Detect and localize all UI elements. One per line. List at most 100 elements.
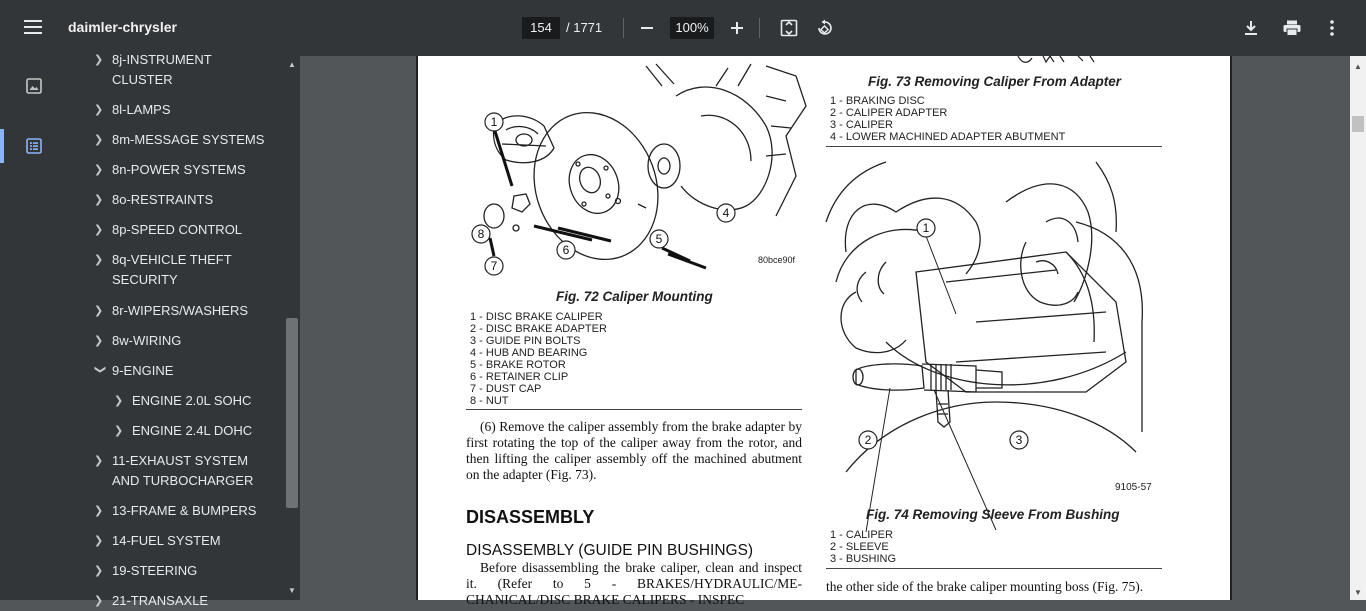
outline-item[interactable]: ❯ 8w-WIRING: [94, 331, 274, 351]
download-icon: [1245, 21, 1257, 35]
figure-legend: 1 - BRAKING DISC 2 - CALIPER ADAPTER 3 -…: [830, 95, 1066, 143]
pdf-toolbar: daimler-chrysler 154 / 1771 100%: [0, 0, 1366, 56]
active-indicator: [0, 129, 4, 163]
print-button[interactable]: [1278, 14, 1306, 42]
figure-legend: 1 - CALIPER 2 - SLEEVE 3 - BUSHING: [830, 529, 897, 565]
outline-subitem[interactable]: ❯ ENGINE 2.0L SOHC: [114, 391, 274, 411]
chevron-right-icon: ❯: [94, 505, 104, 517]
print-icon: [1283, 20, 1301, 36]
callout-1: 1: [923, 221, 930, 235]
toolbar-divider: [759, 18, 760, 38]
chevron-right-icon: ❯: [94, 335, 104, 347]
document-scrollbar-thumb[interactable]: [1352, 116, 1364, 132]
pdf-page: 1 4 5 6 7 8 80bce90f Fig. 72 Caliper Mou…: [416, 54, 1232, 607]
outline-scrollbar-thumb[interactable]: [286, 318, 298, 508]
chevron-right-icon: ❯: [114, 395, 124, 407]
download-button[interactable]: [1237, 14, 1265, 42]
step-6-paragraph: (6) Remove the caliper assembly from the…: [466, 419, 802, 482]
outline-item[interactable]: ❯ 8o-RESTRAINTS: [94, 190, 274, 210]
chevron-down-icon: ❯: [94, 365, 106, 375]
sleeve-bushing-figure: 1 2 3: [825, 161, 1143, 533]
divider: [826, 146, 1162, 147]
outline-panel: ❯ 8j-INSTRUMENT CLUSTER ❯ 8l-LAMPS ❯ 8m-…: [68, 52, 284, 608]
zoom-in-icon: [731, 22, 743, 34]
outline-subitem[interactable]: ❯ ENGINE 2.4L DOHC: [114, 421, 274, 441]
scroll-down-arrow-icon[interactable]: ▼: [1354, 588, 1362, 597]
fit-to-page-icon: [780, 19, 798, 37]
scroll-down-arrow-icon[interactable]: ▼: [288, 586, 296, 595]
outline-item[interactable]: ❯ 21-TRANSAXLE: [94, 591, 274, 611]
outline-item[interactable]: ❯ 8q-VEHICLE THEFT SECURITY: [94, 252, 232, 287]
thumbnail-icon: [26, 78, 42, 94]
chevron-right-icon: ❯: [94, 305, 104, 317]
more-vert-icon: [1330, 20, 1334, 36]
zoom-level-input[interactable]: 100%: [670, 17, 714, 39]
divider: [466, 409, 802, 410]
section-heading: DISASSEMBLY: [466, 507, 595, 527]
document-title: daimler-chrysler: [68, 19, 177, 35]
page-number-input[interactable]: 154: [522, 17, 560, 39]
menu-icon[interactable]: [20, 16, 48, 40]
callout-1: 1: [491, 115, 498, 129]
document-viewer[interactable]: 1 4 5 6 7 8 80bce90f Fig. 72 Caliper Mou…: [300, 54, 1350, 607]
figure-code: 9105-57: [1115, 482, 1152, 493]
chevron-right-icon: ❯: [94, 595, 104, 607]
zoom-out-button[interactable]: [633, 14, 661, 42]
callout-3: 3: [1016, 433, 1023, 447]
chevron-right-icon: ❯: [94, 565, 104, 577]
rotate-icon: [818, 19, 832, 35]
outline-item[interactable]: ❯ 8l-LAMPS: [94, 100, 274, 120]
callout-6: 6: [563, 243, 570, 257]
callout-8: 8: [478, 227, 485, 241]
chevron-right-icon: ❯: [114, 425, 124, 437]
chevron-right-icon: ❯: [94, 134, 104, 146]
outline-item[interactable]: ❯ 8r-WIPERS/WASHERS: [94, 301, 274, 321]
divider: [826, 568, 1162, 569]
document-scrollbar[interactable]: ▲ ▼: [1350, 56, 1366, 600]
chevron-right-icon: ❯: [94, 104, 104, 116]
fig73-figure-bottom: [1017, 54, 1095, 64]
outline-item[interactable]: ❯ 13-FRAME & BUMPERS: [94, 501, 274, 521]
chevron-right-icon: ❯: [94, 455, 104, 467]
toolbar-divider: [623, 18, 624, 38]
rotate-button[interactable]: [811, 14, 839, 42]
scroll-up-arrow-icon[interactable]: ▲: [288, 60, 296, 69]
outline-item[interactable]: ❯ 11-EXHAUST SYSTEM AND TURBOCHARGER: [94, 453, 254, 488]
outline-item[interactable]: ❯ 8n-POWER SYSTEMS: [94, 160, 274, 180]
guide-paragraph: Before disassembling the brake caliper, …: [466, 560, 802, 607]
outline-scrollbar[interactable]: ▲ ▼: [284, 56, 300, 600]
page-total: / 1771: [566, 20, 603, 35]
more-actions-button[interactable]: [1318, 14, 1346, 42]
figure-caption: Fig. 74 Removing Sleeve From Bushing: [866, 507, 1120, 522]
thumbnails-button[interactable]: [20, 72, 48, 100]
chevron-right-icon: ❯: [94, 54, 104, 66]
outline-item[interactable]: ❯ 8p-SPEED CONTROL: [94, 220, 274, 240]
callout-4: 4: [723, 206, 730, 220]
scroll-up-arrow-icon[interactable]: ▲: [1354, 62, 1362, 71]
outline-item[interactable]: ❯ 8j-INSTRUMENT CLUSTER: [94, 52, 212, 87]
outline-item[interactable]: ❯ 19-STEERING: [94, 561, 274, 581]
callout-5: 5: [656, 232, 663, 246]
figure-code: 80bce90f: [758, 255, 796, 265]
fit-to-page-button[interactable]: [775, 14, 803, 42]
callout-7: 7: [491, 259, 498, 273]
chevron-right-icon: ❯: [94, 194, 104, 206]
continuation-paragraph: the other side of the brake caliper moun…: [826, 579, 1144, 594]
chevron-right-icon: ❯: [94, 224, 104, 236]
zoom-in-button[interactable]: [723, 14, 751, 42]
outline-item[interactable]: ❯ 8m-MESSAGE SYSTEMS: [94, 130, 274, 150]
callout-2: 2: [865, 433, 872, 447]
subsection-heading: DISASSEMBLY (GUIDE PIN BUSHINGS): [466, 542, 754, 559]
outline-item[interactable]: ❯ 14-FUEL SYSTEM: [94, 531, 274, 551]
chevron-right-icon: ❯: [94, 254, 104, 266]
caliper-mounting-figure: 1 4 5 6 7 8: [471, 63, 807, 276]
outline-button[interactable]: [20, 132, 48, 160]
figure-caption: Fig. 73 Removing Caliper From Adapter: [868, 74, 1122, 89]
sidebar-rail: [0, 56, 68, 600]
outline-item-expanded[interactable]: ❯ 9-ENGINE: [94, 361, 274, 381]
chevron-right-icon: ❯: [94, 164, 104, 176]
figure-caption: Fig. 72 Caliper Mounting: [556, 289, 713, 304]
chevron-right-icon: ❯: [94, 535, 104, 547]
zoom-out-icon: [641, 27, 653, 29]
outline-icon: [26, 138, 42, 154]
